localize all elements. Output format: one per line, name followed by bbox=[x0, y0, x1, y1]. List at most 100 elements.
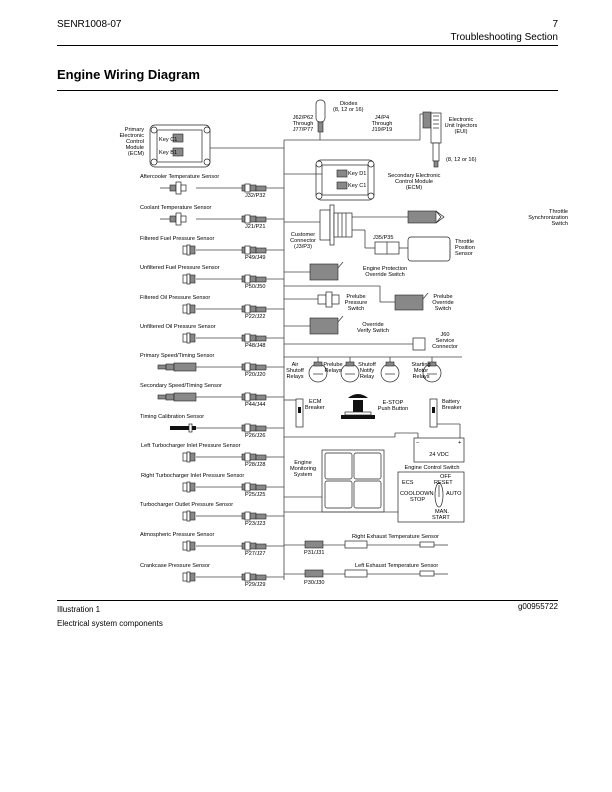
ecs-off: OFF bbox=[440, 474, 452, 480]
page-number: 7 bbox=[552, 19, 558, 30]
engine-protection-switch-icon bbox=[309, 261, 344, 281]
engine-wiring-diagram: Aftercooler Temperature SensorJ32/P32Coo… bbox=[119, 99, 568, 588]
connector-label: J32/P32 bbox=[245, 193, 266, 199]
caption-text: Electrical system components bbox=[57, 619, 163, 628]
ecs-start: START bbox=[432, 515, 450, 521]
sensor-label: Atmospheric Pressure Sensor bbox=[140, 532, 214, 538]
harness-connector bbox=[241, 214, 267, 224]
speed-sensor-icon bbox=[157, 392, 197, 402]
press-sensor-icon bbox=[182, 303, 196, 315]
sensor-label: Crankcase Pressure Sensor bbox=[140, 563, 210, 569]
sensor-label: Coolant Temperature Sensor bbox=[140, 205, 212, 211]
battery-icon: −+ bbox=[413, 437, 465, 463]
sensor-row: Left Turbocharger Inlet Pressure SensorP… bbox=[141, 443, 284, 468]
sensor-label: Unfiltered Fuel Pressure Sensor bbox=[140, 265, 220, 271]
sensor-label: Left Turbocharger Inlet Pressure Sensor bbox=[141, 443, 241, 449]
ecs-man: MAN. bbox=[435, 509, 449, 515]
caption-rule bbox=[57, 600, 558, 601]
sensor-label: Aftercooler Temperature Sensor bbox=[140, 174, 219, 180]
left-exhaust-sensor bbox=[284, 569, 448, 578]
harness-connector bbox=[241, 362, 267, 372]
connector-label: P26/J26 bbox=[245, 433, 266, 439]
ecs-stop: STOP bbox=[410, 497, 425, 503]
sensor-label: Timing Calibration Sensor bbox=[140, 414, 204, 420]
press-sensor-icon bbox=[182, 481, 196, 493]
press-sensor-icon bbox=[182, 332, 196, 344]
sensor-label: Right Turbocharger Inlet Pressure Sensor bbox=[141, 473, 244, 479]
harness-connector bbox=[241, 511, 267, 521]
injector-count: (8, 12 or 16) bbox=[446, 157, 477, 163]
graphic-id: g00955722 bbox=[517, 602, 558, 611]
sensor-label: Filtered Fuel Pressure Sensor bbox=[140, 236, 214, 242]
press-sensor-icon bbox=[182, 571, 196, 583]
press-sensor-icon bbox=[182, 540, 196, 552]
svg-text:Key D1: Key D1 bbox=[348, 171, 366, 177]
sensor-label: Secondary Speed/Timing Sensor bbox=[140, 383, 222, 389]
connector-label: P49/J49 bbox=[245, 255, 266, 261]
svg-text:−: − bbox=[416, 440, 419, 446]
document-id: SENR1008-07 bbox=[57, 19, 122, 30]
service-connector-icon bbox=[412, 337, 426, 351]
harness-connector bbox=[241, 572, 267, 582]
ecs-title: Engine Control Switch bbox=[404, 465, 459, 471]
illustration-number: Illustration 1 bbox=[57, 605, 101, 614]
estop-button[interactable] bbox=[341, 394, 375, 419]
svg-text:Key C1: Key C1 bbox=[159, 137, 177, 143]
svg-text:Key B1: Key B1 bbox=[159, 150, 177, 156]
title-rule bbox=[57, 90, 558, 91]
relay-coil-icon bbox=[380, 363, 400, 383]
override-verify-switch-icon bbox=[309, 315, 344, 335]
ecs-auto: AUTO bbox=[446, 491, 462, 497]
ecs-logo: ECS bbox=[402, 480, 414, 486]
page-title: Engine Wiring Diagram bbox=[57, 67, 200, 82]
harness-connector bbox=[241, 274, 267, 284]
right-exhaust-label: Right Exhaust Temperature Sensor bbox=[352, 534, 439, 540]
sensor-label: Primary Speed/Timing Sensor bbox=[140, 353, 215, 359]
svg-text:Key C1: Key C1 bbox=[348, 183, 366, 189]
battery-breaker-icon bbox=[429, 398, 438, 428]
engine-control-switch[interactable] bbox=[397, 471, 465, 523]
throttle-position-sensor-icon bbox=[407, 236, 451, 262]
sensor-label: Filtered Oil Pressure Sensor bbox=[140, 295, 210, 301]
engine-monitoring-display bbox=[321, 449, 385, 513]
diodes-label: Diodes(8, 12 or 16) bbox=[333, 101, 364, 113]
harness-connector bbox=[241, 245, 267, 255]
harness-connector bbox=[241, 452, 267, 462]
ecs-reset: RESET bbox=[434, 480, 453, 486]
press-sensor-icon bbox=[182, 451, 196, 463]
connector-label: P22/J22 bbox=[245, 314, 266, 320]
right-exhaust-sensor bbox=[284, 540, 448, 549]
connector-label: P27/J27 bbox=[245, 551, 266, 557]
throttle-connector-label: J35/P35 bbox=[373, 235, 394, 241]
svg-text:+: + bbox=[458, 440, 461, 446]
ecs-cooldown: COOLDOWN bbox=[400, 491, 434, 497]
throttle-connector bbox=[374, 241, 400, 255]
press-sensor-icon bbox=[182, 510, 196, 522]
customer-connector bbox=[319, 204, 353, 246]
sensor-label: Unfiltered Oil Pressure Sensor bbox=[140, 324, 216, 330]
speed-sensor-icon bbox=[157, 362, 197, 372]
connector-label: P23/J23 bbox=[245, 521, 266, 527]
